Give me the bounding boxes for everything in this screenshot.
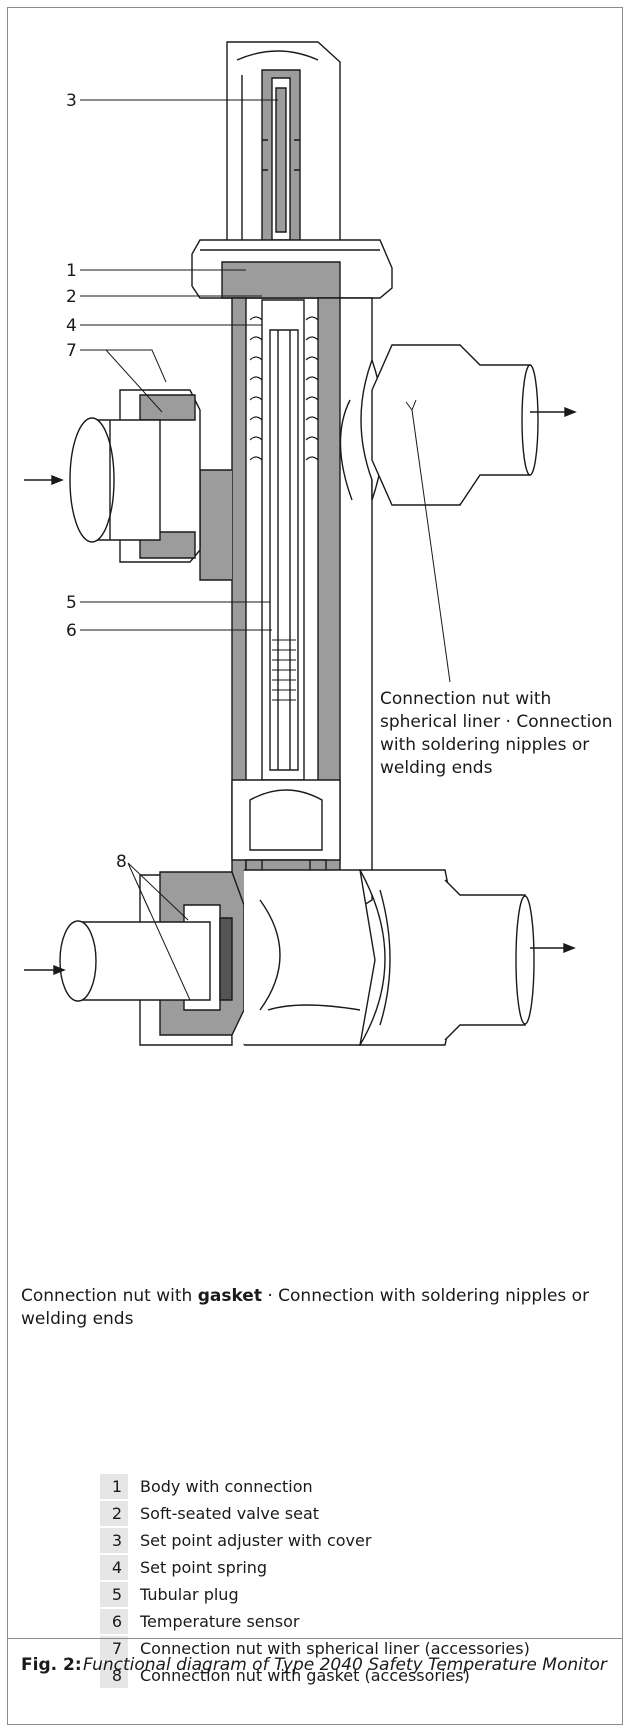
legend-row: 3 Set point adjuster with cover (100, 1528, 530, 1553)
functional-diagram: 3 1 2 4 7 5 6 8 (24, 41, 577, 1046)
legend-text: Tubular plug (140, 1585, 239, 1604)
legend-row: 6 Temperature sensor (100, 1609, 530, 1634)
legend-number: 1 (100, 1474, 128, 1499)
figure-caption: Fig. 2:Functional diagram of Type 2040 S… (21, 1654, 611, 1676)
annotation-gasket-after: · Connection with soldering nipples or w… (21, 1286, 590, 1329)
right-outlet-connection (339, 344, 539, 506)
legend-text: Connection nut with spherical liner (acc… (140, 1639, 530, 1658)
callout-1: 1 (66, 261, 77, 281)
main-body (231, 297, 373, 921)
legend-row: 1 Body with connection (100, 1474, 530, 1499)
callout-8: 8 (116, 852, 127, 872)
legend-text: Set point spring (140, 1558, 268, 1577)
legend-text: Connection nut with gasket (accessories) (140, 1666, 470, 1685)
set-point-adjuster-cover (226, 41, 341, 251)
caption-label: Fig. 2: (21, 1655, 82, 1675)
bonnet-hex (191, 239, 393, 299)
legend-row: 2 Soft-seated valve seat (100, 1501, 530, 1526)
callout-6: 6 (66, 621, 77, 641)
legend-row: 4 Set point spring (100, 1555, 530, 1580)
legend-number: 3 (100, 1528, 128, 1553)
caption-divider (7, 1638, 623, 1639)
legend-row: 7 Connection nut with spherical liner (ac… (100, 1636, 530, 1661)
callout-4: 4 (66, 316, 77, 336)
legend-row: 5 Tubular plug (100, 1582, 530, 1607)
legend: 1 Body with connection 2 Soft-seated valve… (100, 1474, 530, 1690)
set-point-spring (249, 316, 319, 461)
temperature-sensor (272, 639, 296, 701)
flow-arrows-top (24, 406, 577, 486)
flow-arrows-bottom (24, 942, 576, 976)
annotation-gasket-bold: gasket (197, 1286, 262, 1306)
legend-number: 2 (100, 1501, 128, 1526)
callout-5: 5 (66, 593, 77, 613)
callout-leader-8 (127, 862, 191, 1001)
legend-text: Set point adjuster with cover (140, 1531, 372, 1550)
legend-text: Body with connection (140, 1477, 313, 1496)
legend-row: 8 Connection nut with gasket (accessories… (100, 1663, 530, 1688)
gasket-connection-diagram (59, 869, 535, 1046)
legend-number: 5 (100, 1582, 128, 1607)
callout-leaders (80, 99, 451, 683)
callout-7: 7 (66, 341, 77, 361)
caption-text: Functional diagram of Type 2040 Safety T… (83, 1655, 607, 1675)
annotation-spherical-liner: Connection nut with spherical liner · Co… (380, 689, 613, 778)
left-inlet-connection (69, 389, 232, 581)
callout-2: 2 (66, 287, 77, 307)
legend-number: 4 (100, 1555, 128, 1580)
annotation-gasket-before: Connection nut with (21, 1286, 198, 1306)
annotation-gasket: Connection nut with gasket · Connection … (21, 1285, 621, 1331)
callout-3: 3 (66, 91, 77, 111)
legend-text: Soft-seated valve seat (140, 1504, 320, 1523)
legend-number: 7 (100, 1636, 128, 1661)
legend-number: 6 (100, 1609, 128, 1634)
page-frame (7, 7, 623, 1725)
legend-number: 8 (100, 1663, 128, 1688)
legend-text: Temperature sensor (140, 1612, 300, 1631)
